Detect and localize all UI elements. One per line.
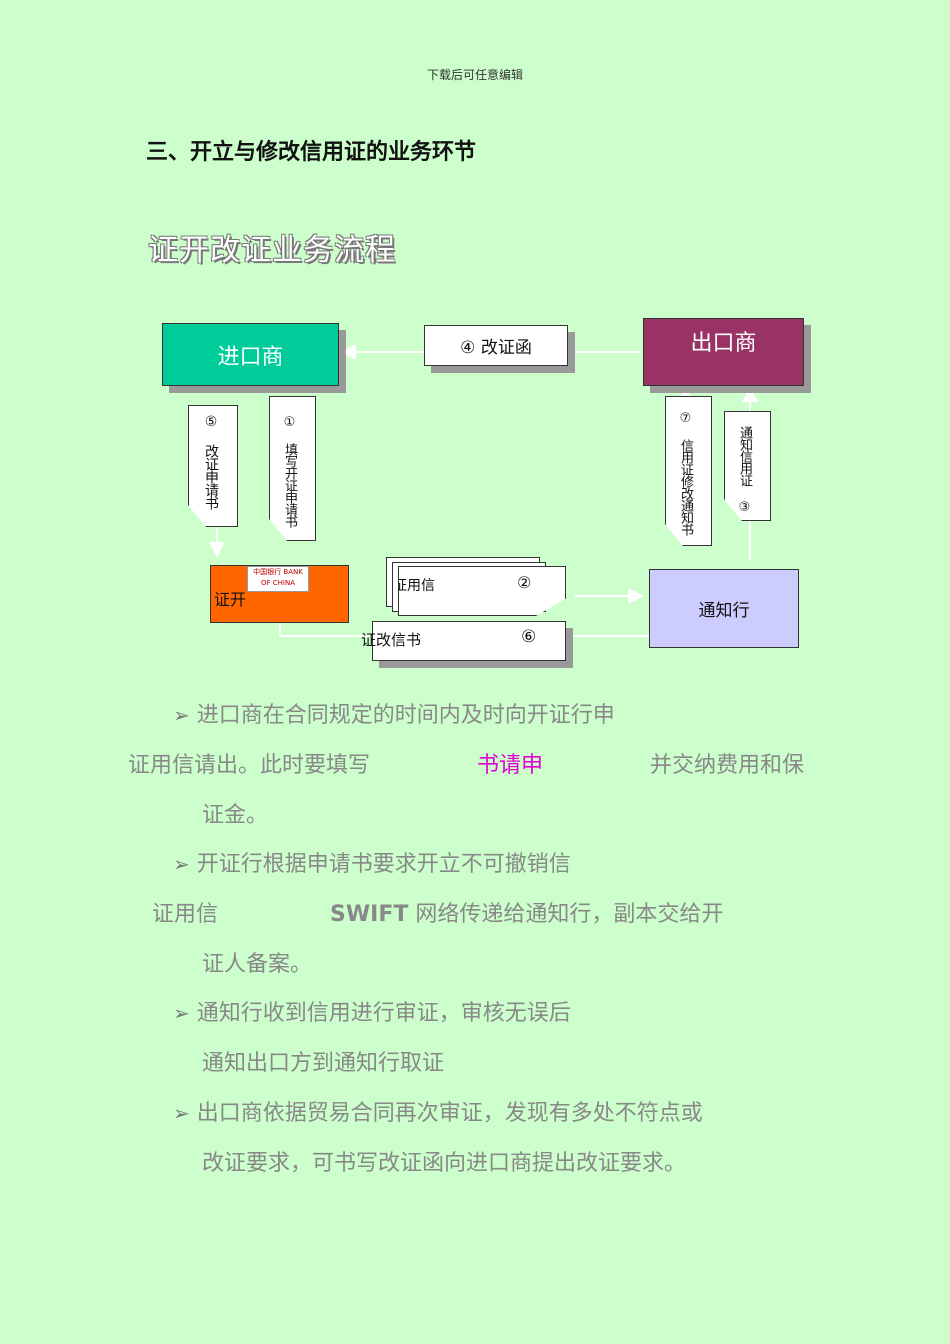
- bullet-3-text-a: 通知行收到信用: [196, 1001, 351, 1026]
- amend-notice-doc: ⑦ 信用证修改通知书: [665, 396, 712, 546]
- bullet-2-line-1: ➢ 开证行根据申请书要求开立不可撤销信: [173, 846, 571, 878]
- importer-label: 进口商: [217, 344, 284, 370]
- open-application-doc: ① 填写开证申请书: [269, 396, 316, 541]
- amend-doc-number: ⑥: [521, 627, 537, 647]
- exporter-label: 出口商: [690, 331, 757, 356]
- amend-doc: 证改信书 ⑥: [361, 621, 566, 661]
- bullet-2-l2-a: 证用信: [152, 902, 219, 927]
- bullet-3-line-2: 通知出口方到通知行取证: [202, 1051, 445, 1076]
- bullet-4-text: 出口商依据贸易合同再次审证，发现有多处不符点或: [196, 1101, 703, 1126]
- advising-bank-box: 通知行: [649, 569, 799, 648]
- amend-doc-label: 证改信书: [361, 631, 422, 649]
- bullet-2-text: 开证行根据申请书要求开立不可撤销信: [196, 852, 571, 877]
- bullet-1-line-3: 证金。: [202, 803, 269, 828]
- notify-lc-label: 通知信用证 ③: [737, 426, 752, 514]
- amend-application-doc: ⑤ 改证申请书: [188, 405, 238, 527]
- bullet-2-line-2: 证用信 SWIFT 网络传递给通知行，副本交给开: [152, 896, 723, 928]
- lc-doc-number: ②: [517, 573, 532, 592]
- bullet-1-line-2: 证用信请出。此时要填写 书请申 并交纳费用和保: [128, 747, 804, 779]
- bullet-4-line-2: 改证要求，可书写改证函向进口商提出改证要求。: [202, 1151, 687, 1176]
- bullet-4-line-1: ➢ 出口商依据贸易合同再次审证，发现有多处不符点或: [173, 1095, 703, 1127]
- bullet-1-text-b: 向开证行申: [504, 703, 615, 728]
- bullet-1-line-1: ➢ 进口商在合同规定的时间内及时向开证行申: [173, 697, 615, 729]
- exporter-box: 出口商: [643, 318, 804, 386]
- issuing-bank-label: 证开: [214, 590, 247, 609]
- amend-notice-label: ⑦ 信用证修改通知书: [678, 411, 693, 535]
- bullet-1-text-a: 进口商在合同规定的时间内及时: [196, 703, 505, 728]
- bullet-2-swift: SWIFT: [330, 902, 409, 927]
- open-application-label: ① 填写开证申请书: [282, 415, 297, 527]
- bullet-arrow-icon: ➢: [173, 1001, 190, 1025]
- bullet-3-text-b: 进行审证，审核无误后: [350, 1001, 571, 1026]
- bullet-1-highlight: 书请申: [477, 753, 544, 778]
- lc-doc: 证用信 ②: [398, 566, 566, 616]
- section-title: 三、开立与修改信用证的业务环节: [146, 140, 477, 165]
- bullet-1-l2-a: 证用信请出。此时要填写: [128, 753, 371, 778]
- bullet-3-line-1: ➢ 通知行收到信用进行审证，审核无误后: [173, 995, 571, 1027]
- advising-bank-label: 通知行: [698, 601, 750, 621]
- bullet-2-line-3: 证人备案。: [202, 952, 313, 977]
- flow-title: 证开改证业务流程: [148, 233, 396, 268]
- amend-letter-box: ④ 改证函: [424, 325, 568, 366]
- bank-of-china-logo: 中国银行 BANK OF CHINA: [247, 566, 309, 592]
- header-note: 下载后可任意编辑: [426, 68, 523, 82]
- bullet-1-l2-c: 并交纳费用和保: [650, 753, 805, 778]
- bullet-arrow-icon: ➢: [173, 1101, 190, 1125]
- lc-doc-label: 证用信: [393, 578, 435, 594]
- bullet-2-l2-c: 网络传递给通知行，副本交给开: [415, 902, 724, 927]
- bullet-arrow-icon: ➢: [173, 703, 190, 727]
- bullet-arrow-icon: ➢: [173, 852, 190, 876]
- amend-letter-label: ④ 改证函: [460, 338, 532, 358]
- amend-application-label: ⑤ 改证申请书: [203, 414, 219, 509]
- importer-box: 进口商: [162, 323, 339, 386]
- notify-lc-doc: 通知信用证 ③: [724, 411, 771, 521]
